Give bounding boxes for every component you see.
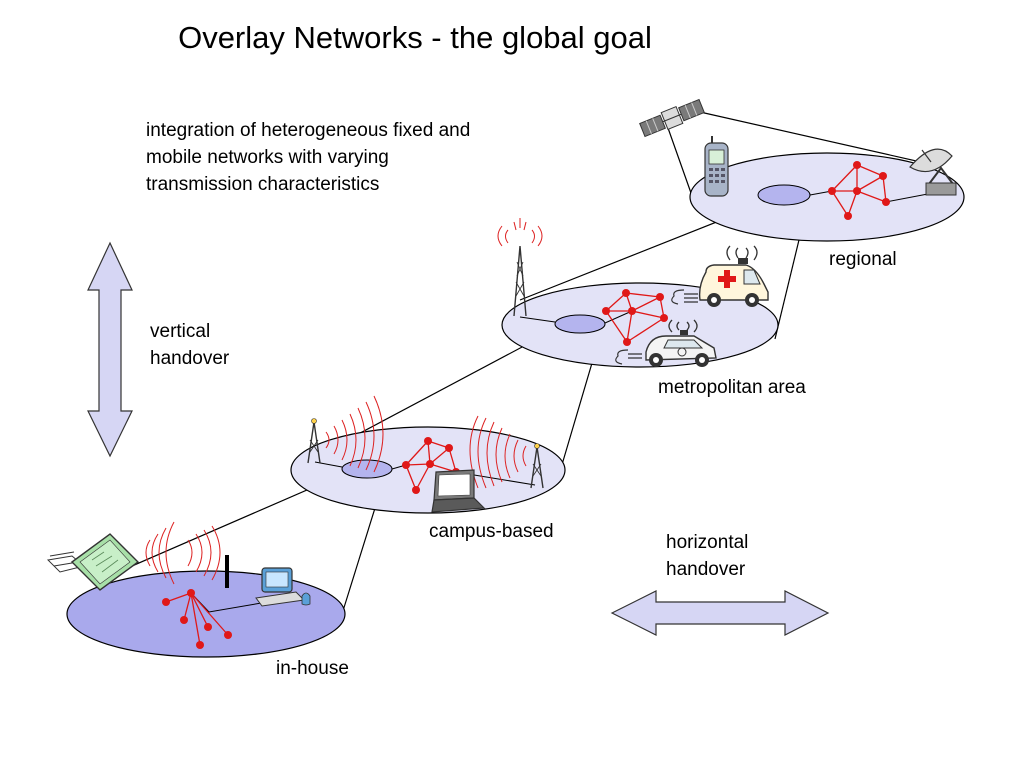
regional-label: regional xyxy=(829,249,897,270)
horizontal-handover-arrow xyxy=(610,590,830,636)
horizontal-handover-line: horizontal xyxy=(666,532,749,553)
regional-disc xyxy=(689,152,965,242)
horizontal-handover-line: handover xyxy=(666,559,746,580)
inhouse-label: in-house xyxy=(276,658,349,679)
desktop-computer-icon xyxy=(255,567,311,607)
intro-text: integration of heterogeneous fixed and m… xyxy=(146,117,556,198)
mobile-phone-icon xyxy=(704,136,729,197)
radio-tower-icon xyxy=(497,218,543,317)
campus-label: campus-based xyxy=(429,521,554,542)
campus-network xyxy=(290,426,566,514)
intro-line: transmission characteristics xyxy=(146,174,380,195)
inhouse-radio-waves xyxy=(145,521,221,585)
satellite-dish-icon xyxy=(909,148,957,196)
campus-left-antenna-icon xyxy=(307,395,384,473)
vertical-handover-label: vertical handover xyxy=(150,318,229,372)
laptop-icon xyxy=(431,469,486,513)
police-car-icon xyxy=(615,319,717,367)
inhouse-star xyxy=(165,592,229,646)
satellite-icon xyxy=(639,98,705,138)
regional-mesh xyxy=(831,164,887,217)
campus-nodes xyxy=(402,437,460,494)
metropolitan-hub xyxy=(554,314,606,334)
intro-line: mobile networks with varying xyxy=(146,147,389,168)
tablet-with-hand-icon xyxy=(46,533,140,591)
regional-nodes xyxy=(828,161,890,220)
vertical-handover-arrow xyxy=(87,241,133,458)
ambulance-icon xyxy=(671,245,769,307)
intro-line: integration of heterogeneous fixed and xyxy=(146,120,471,141)
page-title: Overlay Networks - the global goal xyxy=(178,20,652,55)
horizontal-handover-label: horizontal handover xyxy=(666,529,748,583)
regional-network xyxy=(689,152,965,242)
metropolitan-label: metropolitan area xyxy=(658,377,806,398)
vertical-handover-line: handover xyxy=(150,348,230,369)
inhouse-nodes xyxy=(162,589,232,649)
metropolitan-nodes xyxy=(602,289,668,346)
campus-right-antenna-icon xyxy=(469,415,544,489)
vertical-handover-line: vertical xyxy=(150,321,211,342)
regional-hub xyxy=(757,184,811,206)
